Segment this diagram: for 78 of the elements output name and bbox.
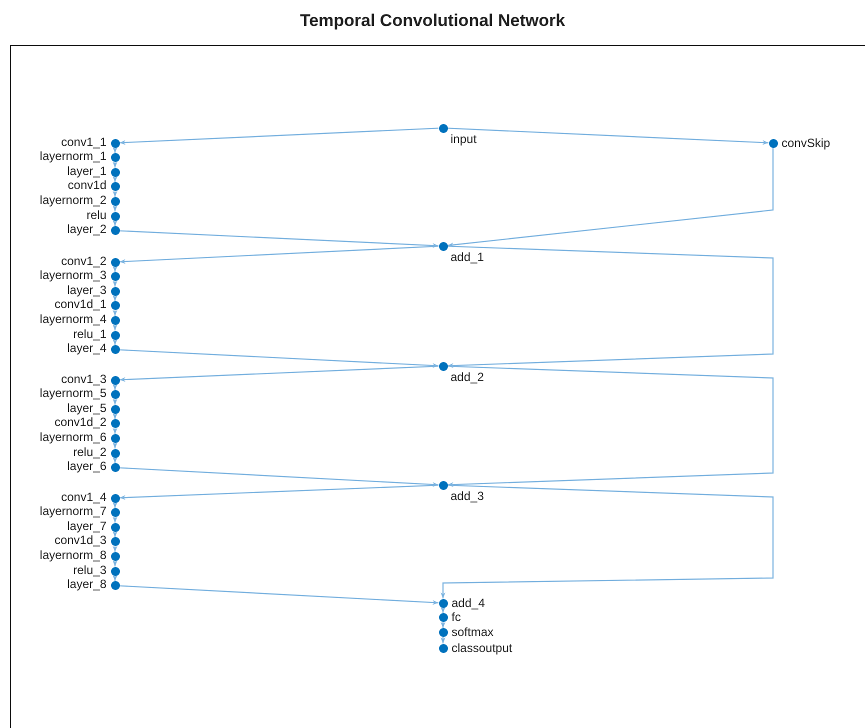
node-label: fc xyxy=(452,610,461,624)
arrow xyxy=(112,457,118,464)
arrow xyxy=(112,147,118,154)
node-label: layernorm_7 xyxy=(40,504,106,518)
node-label: layer_4 xyxy=(67,341,106,356)
arrow xyxy=(112,295,118,302)
arrow xyxy=(112,310,118,316)
arrow xyxy=(112,324,118,330)
node-label: relu_3 xyxy=(73,562,106,576)
node-label: relu xyxy=(86,208,106,222)
arrow xyxy=(119,484,439,500)
node-label: layernorm_6 xyxy=(40,430,106,444)
node-label: conv1_1 xyxy=(61,134,106,148)
node-label: layer_2 xyxy=(67,222,106,236)
node-label: layer_7 xyxy=(67,518,106,533)
arrow xyxy=(119,230,439,248)
arrow xyxy=(112,162,118,168)
node-label: layernorm_3 xyxy=(40,268,106,282)
arrow xyxy=(112,220,118,226)
arrow xyxy=(112,384,118,390)
node-label: conv1d_3 xyxy=(54,533,106,548)
node-label: add_1 xyxy=(450,250,484,264)
node-label: layer_5 xyxy=(67,400,106,415)
arrow xyxy=(112,502,118,508)
node-label: relu_2 xyxy=(73,444,106,458)
arrow xyxy=(112,339,118,346)
arrow xyxy=(112,398,118,405)
arrow xyxy=(112,428,118,434)
node-label: input xyxy=(450,132,477,146)
arrow xyxy=(447,148,774,248)
node-label: layernorm_2 xyxy=(40,192,106,207)
node-label: conv1_3 xyxy=(61,372,106,386)
arrow xyxy=(112,442,118,448)
arrow xyxy=(119,246,439,264)
node-label: layernorm_8 xyxy=(40,548,106,562)
chart-title: Temporal Convolutional Network xyxy=(298,10,566,32)
node-label: conv1d_2 xyxy=(54,415,106,430)
node-label: add_4 xyxy=(452,596,485,610)
node-label: conv1d xyxy=(68,178,106,192)
arrow xyxy=(112,176,118,182)
arrow xyxy=(119,349,439,368)
arrow xyxy=(447,366,774,487)
node-label: layer_6 xyxy=(67,459,106,474)
node-label: layer_3 xyxy=(67,282,106,297)
arrow xyxy=(112,206,118,212)
arrow xyxy=(119,366,439,382)
node-label: classoutput xyxy=(452,640,512,654)
node-label: add_2 xyxy=(450,370,484,384)
node-label: conv1d_1 xyxy=(54,297,106,312)
node-label: layer_8 xyxy=(67,577,106,592)
arrow xyxy=(112,190,118,197)
node-label: conv1_4 xyxy=(61,490,106,504)
node-label: layer_1 xyxy=(67,164,106,178)
arrow xyxy=(119,128,439,145)
arrow xyxy=(112,560,118,566)
arrow xyxy=(112,546,118,552)
node-label: layernorm_4 xyxy=(40,312,106,326)
arrow xyxy=(112,575,118,582)
arrow xyxy=(119,467,439,487)
node-label: layernorm_5 xyxy=(40,386,106,400)
node-label: layernorm_1 xyxy=(40,149,106,164)
node-label: convSkip xyxy=(782,136,830,150)
node-label: softmax xyxy=(452,625,494,639)
arrow xyxy=(112,266,118,272)
node-label: relu_1 xyxy=(73,326,106,340)
arrow xyxy=(112,531,118,538)
arrow xyxy=(447,246,774,368)
arrow xyxy=(447,128,769,145)
arrow xyxy=(440,484,774,598)
arrow xyxy=(112,516,118,523)
arrow xyxy=(112,413,118,420)
node-label: add_3 xyxy=(450,488,484,502)
arrow xyxy=(119,585,439,605)
arrow xyxy=(440,607,446,613)
arrow xyxy=(440,637,446,644)
node-label: conv1_2 xyxy=(61,254,106,268)
arrow xyxy=(440,622,446,628)
arrow xyxy=(112,280,118,287)
